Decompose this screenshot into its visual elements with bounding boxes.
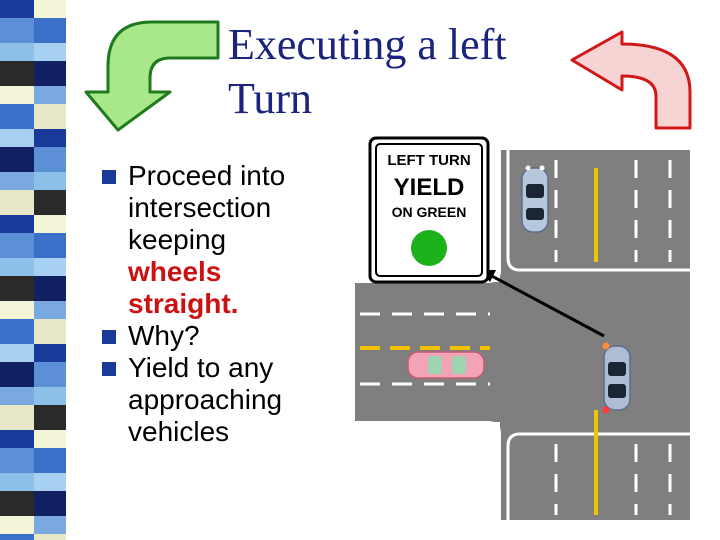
stripe-tile [0, 301, 34, 319]
stripe-tile [0, 344, 34, 362]
stripe-tile [0, 215, 34, 233]
stripe-tile [0, 86, 34, 104]
car-turning-left-icon [602, 342, 631, 414]
stripe-tile [34, 147, 66, 172]
green-light-icon [411, 230, 447, 266]
stripe-tile [34, 405, 66, 430]
bullet-item: Why? [100, 320, 330, 352]
stripe-tile [34, 43, 66, 61]
stripe-tile [0, 362, 34, 387]
green-turn-arrow-icon [84, 20, 220, 132]
stripe-tile [34, 473, 66, 491]
stripe-tile [0, 430, 34, 448]
stripe-tile [0, 473, 34, 491]
stripe-tile [34, 491, 66, 516]
stripe-tile [34, 215, 66, 233]
stripe-tile [0, 233, 34, 258]
square-bullet-icon [102, 330, 116, 344]
bullet-line: keeping [128, 224, 227, 255]
stripe-tile [34, 233, 66, 258]
sign-line-2: YIELD [394, 174, 465, 201]
sign-line-1: LEFT TURN [387, 152, 470, 169]
stripe-tile [34, 86, 66, 104]
square-bullet-icon [102, 170, 116, 184]
stripe-tile [0, 18, 34, 43]
stripe-tile [0, 0, 34, 18]
decorative-stripe-bar [0, 0, 66, 540]
horizontal-road [355, 282, 690, 422]
bullet-line: Yield to any [128, 352, 274, 383]
stripe-tile [34, 534, 66, 540]
stripe-tile [0, 448, 34, 473]
red-left-turn-arrow-icon [570, 30, 692, 130]
title-line-2: Turn [228, 74, 312, 123]
stripe-tile [0, 104, 34, 129]
bullet-line: Proceed into [128, 160, 286, 191]
stripe-tile [0, 129, 34, 147]
left-turn-yield-sign: LEFT TURN YIELD ON GREEN [368, 136, 490, 284]
bullet-item: Yield to any approaching vehicles [100, 352, 330, 448]
stripe-tile [34, 430, 66, 448]
bullet-line: Why? [128, 320, 200, 351]
stripe-tile [0, 147, 34, 172]
highlighted-line: straight. [128, 288, 239, 319]
bullet-line: approaching [128, 384, 283, 415]
stripe-tile [0, 516, 34, 534]
square-bullet-icon [102, 362, 116, 376]
highlighted-line: wheels [128, 256, 222, 287]
stripe-tile [34, 516, 66, 534]
stripe-tile [34, 258, 66, 276]
stripe-tile [0, 319, 34, 344]
stripe-tile [34, 362, 66, 387]
stripe-tile [34, 319, 66, 344]
stripe-tile [0, 491, 34, 516]
stripe-tile [0, 387, 34, 405]
stripe-tile [0, 534, 34, 540]
stripe-tile [0, 172, 34, 190]
stripe-tile [34, 61, 66, 86]
stripe-tile [34, 104, 66, 129]
car-oncoming-icon [521, 165, 549, 233]
stripe-tile [34, 301, 66, 319]
stripe-tile [0, 258, 34, 276]
stripe-tile [34, 18, 66, 43]
stripe-tile [34, 387, 66, 405]
stripe-tile [34, 129, 66, 147]
sign-line-3: ON GREEN [392, 204, 467, 220]
stripe-tile [0, 61, 34, 86]
stripe-tile [34, 276, 66, 301]
slide-title: Executing a left Turn [228, 18, 568, 126]
stripe-tile [34, 172, 66, 190]
bullet-line: vehicles [128, 416, 230, 447]
bullet-list: Proceed into intersection keeping wheels… [100, 160, 330, 448]
stripe-tile [34, 190, 66, 215]
stripe-tile [0, 190, 34, 215]
stripe-tile [0, 43, 34, 61]
stripe-tile [0, 405, 34, 430]
bullet-line: intersection [128, 192, 272, 223]
stripe-tile [0, 276, 34, 301]
stripe-tile [34, 0, 66, 18]
car-waiting-icon [407, 351, 485, 379]
stripe-tile [34, 344, 66, 362]
bullet-item: Proceed into intersection keeping wheels… [100, 160, 330, 320]
title-line-1: Executing a left [228, 20, 507, 69]
stripe-tile [34, 448, 66, 473]
